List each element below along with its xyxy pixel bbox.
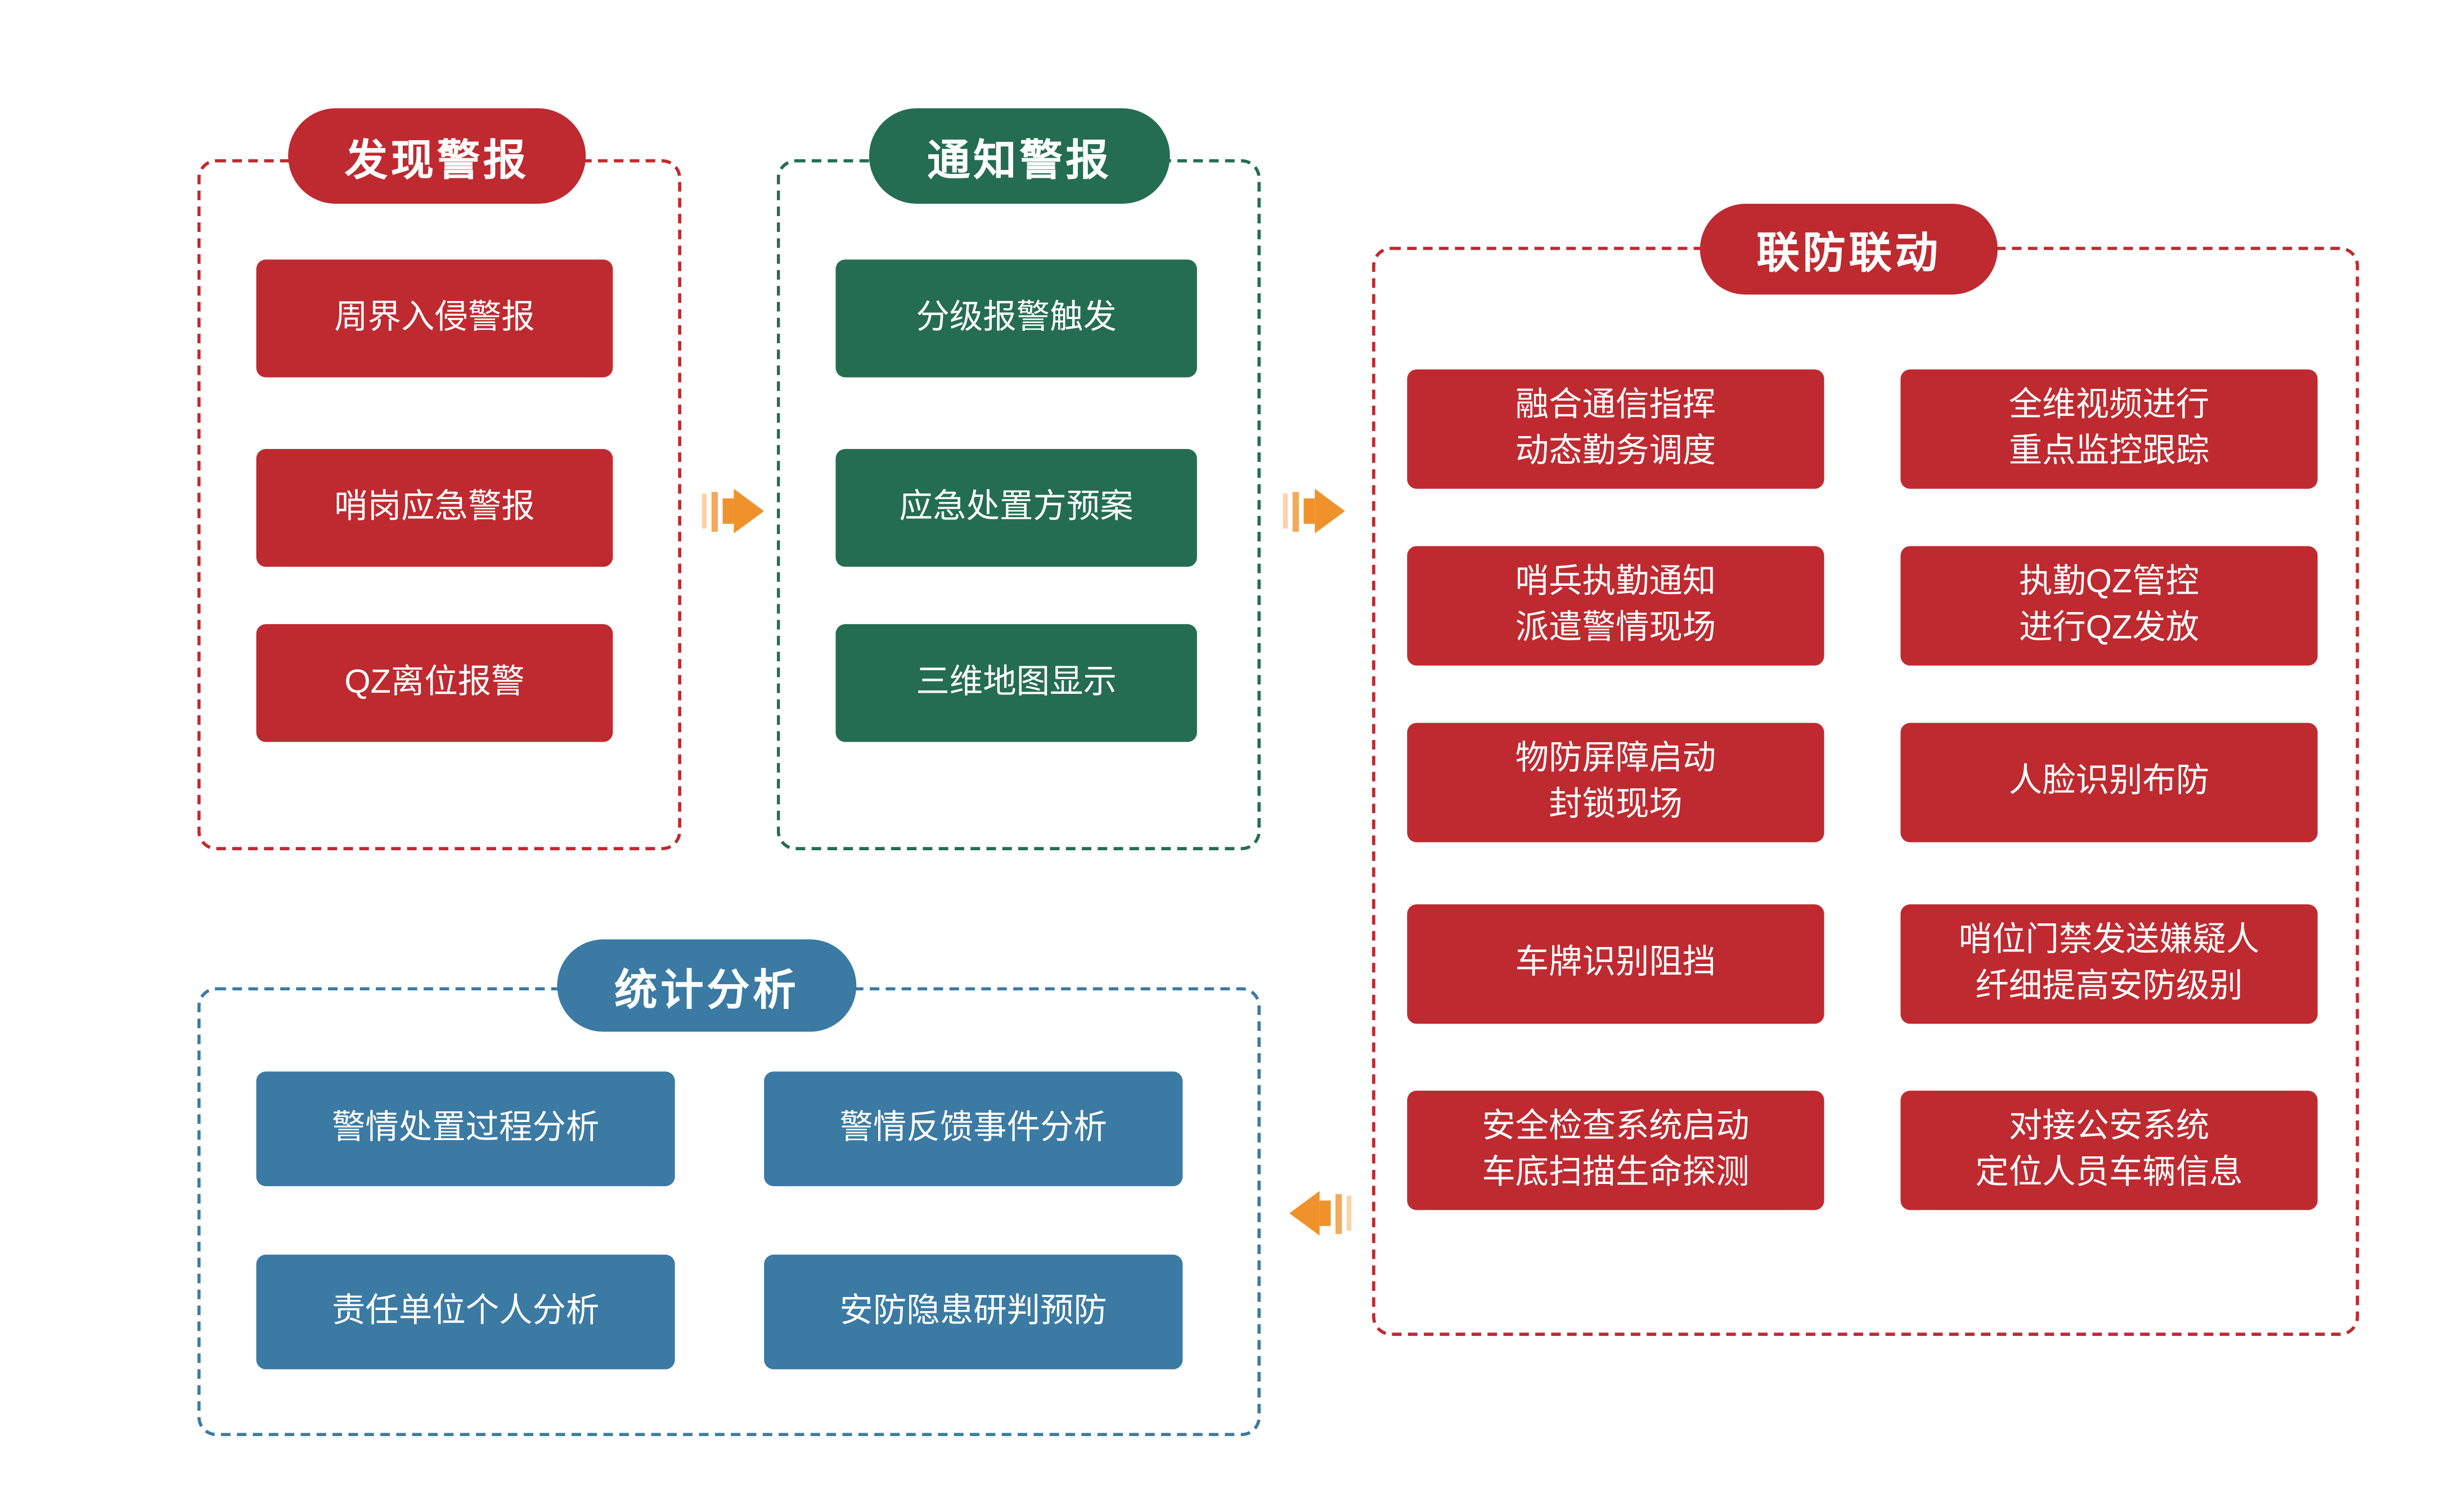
notify-alarm-title-pill: 通知警报 xyxy=(869,108,1170,204)
discover-item-perimeter-intrusion: 周界入侵警报 xyxy=(256,259,613,378)
arrow-right-icon xyxy=(1283,488,1345,533)
discover-item-qz-offsite: QZ离位报警 xyxy=(256,624,613,742)
stats-item-handling-process: 警情处置过程分析 xyxy=(256,1071,675,1186)
arrow-left-icon xyxy=(1289,1191,1352,1236)
joint-item-security-scan: 安全检查系统启动 车底扫描生命探测 xyxy=(1407,1091,1824,1210)
discover-alarm-title: 发现警报 xyxy=(344,136,529,184)
notify-item-tiered-trigger: 分级报警触发 xyxy=(835,259,1197,378)
notify-item-emergency-plan: 应急处置方预案 xyxy=(835,448,1197,567)
arrow-right-icon xyxy=(702,488,765,533)
joint-item-sentry-dispatch: 哨兵执勤通知 派遣警情现场 xyxy=(1407,546,1824,666)
discover-item-sentry-emergency: 哨岗应急警报 xyxy=(256,448,613,567)
joint-item-qz-control: 执勤QZ管控 进行QZ发放 xyxy=(1900,546,2318,666)
joint-item-comm-dispatch: 融合通信指挥 动态勤务调度 xyxy=(1407,369,1824,489)
joint-item-police-system: 对接公安系统 定位人员车辆信息 xyxy=(1900,1091,2318,1210)
joint-item-access-suspect-alert: 哨位门禁发送嫌疑人 纤细提高安防级别 xyxy=(1900,904,2318,1024)
stats-analysis-title-pill: 统计分析 xyxy=(557,939,857,1032)
discover-alarm-title-pill: 发现警报 xyxy=(288,108,586,204)
joint-defense-title: 联防联动 xyxy=(1756,229,1941,277)
joint-item-video-tracking: 全维视频进行 重点监控跟踪 xyxy=(1900,369,2318,489)
stats-item-responsible-unit: 责任单位个人分析 xyxy=(256,1254,675,1370)
stats-analysis-title: 统计分析 xyxy=(614,966,799,1013)
notify-item-3d-map: 三维地图显示 xyxy=(835,624,1197,742)
stats-item-risk-prediction: 安防隐患研判预防 xyxy=(764,1254,1183,1370)
joint-item-barrier-lockdown: 物防屏障启动 封锁现场 xyxy=(1407,723,1824,842)
joint-item-face-recognition: 人脸识别布防 xyxy=(1900,723,2318,842)
joint-item-plate-blocking: 车牌识别阻挡 xyxy=(1407,904,1824,1024)
joint-defense-title-pill: 联防联动 xyxy=(1699,204,1998,295)
notify-alarm-title: 通知警报 xyxy=(927,136,1112,184)
stats-item-feedback-events: 警情反馈事件分析 xyxy=(764,1071,1183,1186)
